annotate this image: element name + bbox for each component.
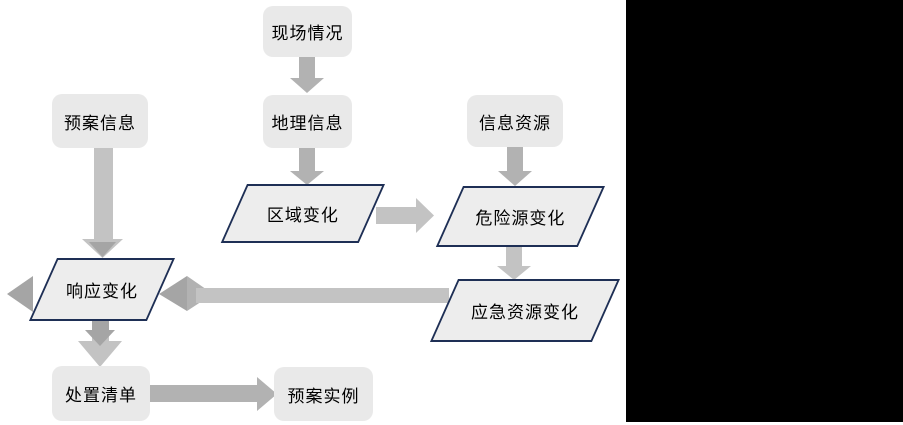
node-response-change-label: 响应变化	[65, 282, 138, 301]
node-resource-change: 应急资源变化	[429, 279, 620, 342]
arrow-site-to-geo	[290, 57, 324, 93]
arrow-resource-to-response	[159, 276, 449, 311]
node-plan-info-label: 预案信息	[64, 113, 136, 133]
node-disposal-list: 处置清单	[52, 366, 150, 421]
node-plan-instance-label: 预案实例	[287, 386, 360, 406]
arrow-hazard-to-resource	[497, 247, 531, 280]
node-disposal-list-label: 处置清单	[65, 386, 137, 405]
node-region-change: 区域变化	[220, 184, 385, 243]
node-plan-instance: 预案实例	[274, 367, 373, 421]
arrow-response-to-list	[78, 321, 122, 367]
node-info-resource-label: 信息资源	[479, 113, 551, 133]
arrow-list-to-instance	[150, 377, 277, 411]
node-hazard-change-label: 危险源变化	[475, 209, 566, 228]
arrow-response-to-left-edge	[7, 276, 33, 312]
node-site-status-label: 现场情况	[271, 24, 344, 43]
black-side-panel	[626, 0, 903, 422]
node-info-resource: 信息资源	[467, 95, 563, 147]
node-site-status: 现场情况	[263, 6, 352, 57]
node-hazard-change: 危险源变化	[435, 186, 605, 247]
arrow-geo-to-region	[290, 148, 324, 185]
node-resource-change-label: 应急资源变化	[470, 303, 579, 322]
arrow-plan-to-response	[82, 148, 123, 258]
node-plan-info: 预案信息	[52, 94, 148, 148]
node-geo-info: 地理信息	[263, 95, 352, 148]
arrow-region-to-hazard	[376, 198, 434, 233]
node-region-change-label: 区域变化	[266, 206, 339, 225]
node-geo-info-label: 地理信息	[271, 114, 344, 133]
arrow-info-to-hazard	[498, 147, 532, 186]
